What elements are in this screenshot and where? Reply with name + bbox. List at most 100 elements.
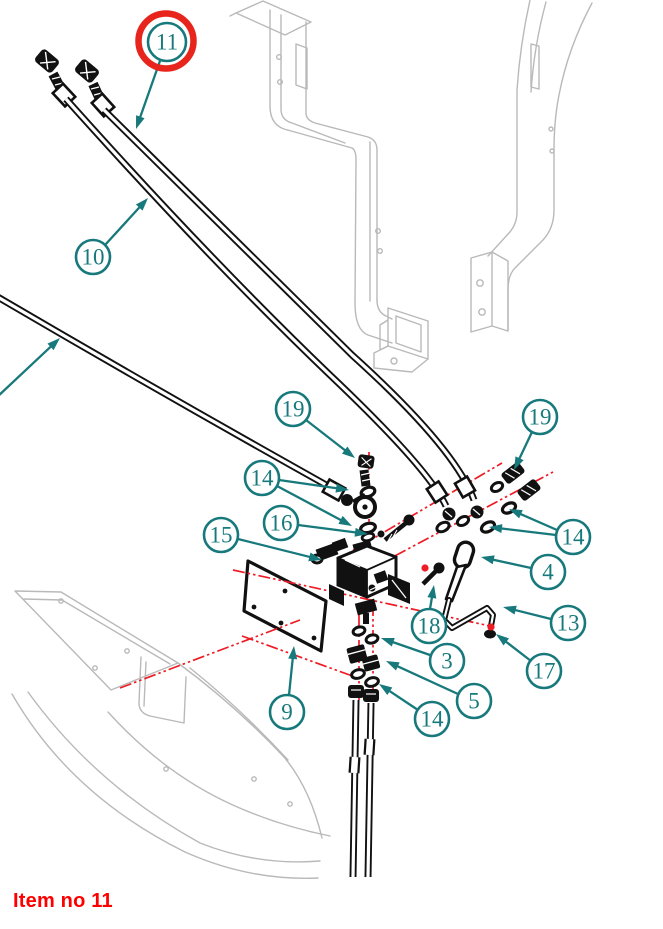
callout-14: 14 xyxy=(489,509,592,556)
leader-line xyxy=(278,478,342,491)
callout-10: 10 xyxy=(74,198,148,276)
leader-line xyxy=(305,419,350,455)
leader-line xyxy=(237,537,315,560)
leader-arrowhead xyxy=(335,483,349,493)
callout-circle xyxy=(202,516,240,554)
callout-circle xyxy=(525,652,563,690)
callout-3: 3 xyxy=(381,638,466,680)
callout-number: 16 xyxy=(270,511,293,536)
centerline xyxy=(119,619,301,689)
leader-line xyxy=(388,639,431,657)
hose-11 xyxy=(75,59,484,519)
callout-number: 15 xyxy=(210,523,233,548)
centerline xyxy=(371,471,554,569)
leader-arrowhead xyxy=(135,198,148,211)
callouts: 11 10 19 14 16 15 19 14 4 13 183 17 5 14 9 xyxy=(0,10,592,738)
control-lever xyxy=(441,540,496,639)
leader-line xyxy=(385,687,419,711)
callout-15: 15 xyxy=(202,516,322,562)
bolts xyxy=(377,514,445,586)
leader-line xyxy=(297,523,361,535)
leader-arrowhead xyxy=(427,585,437,599)
red-dot xyxy=(487,623,495,631)
bottom-hoses xyxy=(348,699,376,878)
leader-line xyxy=(104,203,144,246)
leader-arrowhead xyxy=(338,515,352,526)
callout-number: 19 xyxy=(529,405,552,430)
frame-bracket-center-ghost xyxy=(229,0,429,373)
callout-circle xyxy=(455,682,493,720)
callout-edge xyxy=(0,338,60,396)
fittings-right xyxy=(435,462,541,534)
leader-arrowhead xyxy=(481,555,495,565)
frame-bracket-right-ghost xyxy=(470,0,593,333)
centerline xyxy=(241,635,359,679)
callout-18: 18 xyxy=(410,585,448,645)
bottom-fittings xyxy=(346,625,381,702)
red-dots xyxy=(421,564,495,631)
leader-arrowhead xyxy=(341,446,355,458)
leader-line xyxy=(392,663,459,696)
callout-number: 14 xyxy=(562,525,586,550)
leader-line xyxy=(496,526,557,537)
callout-circle xyxy=(268,693,306,731)
callout-number: 5 xyxy=(468,689,480,714)
callout-17: 17 xyxy=(496,634,563,690)
callout-circle xyxy=(554,518,592,556)
leader-line xyxy=(0,342,55,396)
callout-circle xyxy=(274,390,312,428)
leader-line xyxy=(515,511,558,532)
leader-line xyxy=(287,653,295,696)
callout-circle xyxy=(428,642,466,680)
hydraulic-hoses xyxy=(0,49,484,878)
callout-14: 14 xyxy=(243,459,352,526)
callout-circle xyxy=(243,459,281,497)
callout-number: 14 xyxy=(421,707,445,732)
callout-11: 11 xyxy=(135,10,197,129)
callout-circle xyxy=(262,504,300,542)
leader-arrowhead xyxy=(379,684,393,695)
leader-arrowhead xyxy=(308,552,322,562)
leader-arrowhead xyxy=(503,605,517,615)
leader-line xyxy=(276,484,346,524)
hose-left xyxy=(0,294,353,506)
hose-11-end-fitting xyxy=(75,59,99,83)
leader-arrowhead xyxy=(47,338,60,351)
callout-circle xyxy=(146,21,188,63)
callout-number: 9 xyxy=(281,700,293,725)
callout-number: 18 xyxy=(418,614,441,639)
callout-number: 13 xyxy=(557,611,580,636)
callout-circle xyxy=(74,238,112,276)
red-dot xyxy=(421,564,429,572)
callout-19: 19 xyxy=(274,390,355,458)
callout-14: 14 xyxy=(379,684,451,738)
callout-5: 5 xyxy=(386,661,493,720)
highlight-ring xyxy=(135,10,197,72)
callout-circle xyxy=(410,607,448,645)
callout-number: 11 xyxy=(156,30,178,55)
leader-arrowhead xyxy=(509,509,523,519)
leader-arrowhead xyxy=(354,527,368,537)
callout-circle xyxy=(549,604,587,642)
callout-4: 4 xyxy=(481,553,567,591)
callout-number: 14 xyxy=(251,466,275,491)
leader-arrowhead xyxy=(386,661,400,671)
callout-circle xyxy=(529,553,567,591)
leader-arrowhead xyxy=(288,646,298,660)
callout-number: 3 xyxy=(441,649,453,674)
callout-13: 13 xyxy=(503,604,587,642)
callout-number: 4 xyxy=(542,560,554,585)
fender-ghost xyxy=(11,590,331,879)
leader-line xyxy=(510,607,552,621)
callout-circle xyxy=(521,398,559,436)
valve-assembly xyxy=(310,537,410,624)
callout-circle xyxy=(413,700,451,738)
leader-line xyxy=(488,557,532,570)
callout-number: 17 xyxy=(533,659,556,684)
hose-10 xyxy=(35,49,456,521)
hose-10-end-fitting xyxy=(35,49,59,73)
callout-9: 9 xyxy=(268,646,306,731)
leader-arrowhead xyxy=(496,634,510,646)
item-caption: Item no 11 xyxy=(13,890,113,912)
